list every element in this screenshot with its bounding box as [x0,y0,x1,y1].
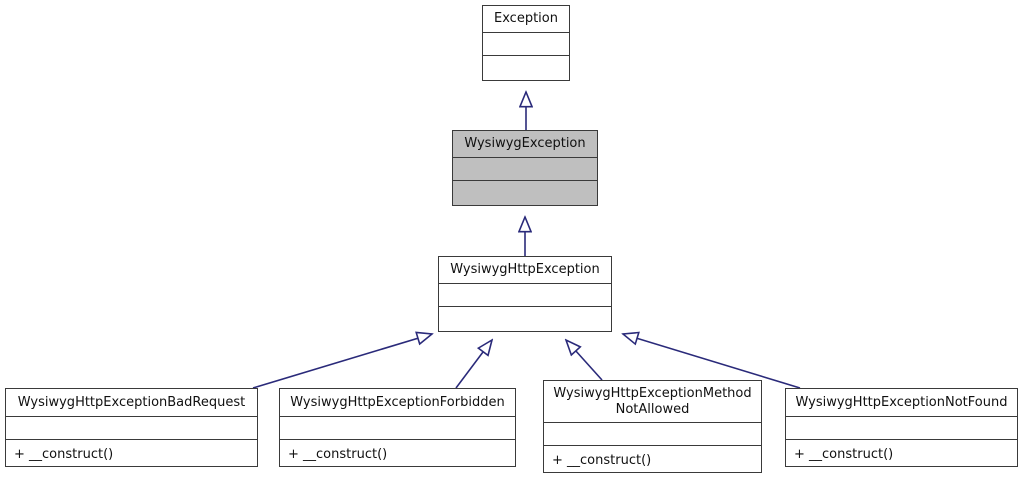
operation-construct: + __construct() [552,452,652,468]
operation-construct: + __construct() [14,446,114,462]
class-operations-exception [483,56,569,82]
class-node-wysiwyg-http-exception-method-not-allowed[interactable]: WysiwygHttpExceptionMethod NotAllowed + … [543,380,762,473]
class-attributes-exception [483,33,569,56]
class-node-wysiwyg-http-exception[interactable]: WysiwygHttpException [438,256,612,332]
class-operations-wysiwyg-http-exception-forbidden: + __construct() [280,440,515,468]
class-title-wysiwyg-http-exception: WysiwygHttpException [439,257,611,284]
class-title-line: WysiwygException [464,136,586,152]
class-operations-wysiwyg-exception [453,181,597,207]
class-title-line: Exception [494,11,558,27]
class-node-wysiwyg-http-exception-forbidden[interactable]: WysiwygHttpExceptionForbidden + __constr… [279,388,516,467]
class-operations-wysiwyg-http-exception [439,307,611,333]
edge-forbidden-to-http-exception [455,340,492,389]
class-node-wysiwyg-http-exception-not-found[interactable]: WysiwygHttpExceptionNotFound + __constru… [785,388,1018,467]
class-node-wysiwyg-exception[interactable]: WysiwygException [452,130,598,206]
class-title-wysiwyg-http-exception-bad-request: WysiwygHttpExceptionBadRequest [6,389,257,417]
class-title-line: WysiwygHttpException [450,262,600,278]
class-operations-wysiwyg-http-exception-method-not-allowed: + __construct() [544,446,761,474]
class-attributes-wysiwyg-http-exception [439,284,611,307]
class-title-wysiwyg-http-exception-forbidden: WysiwygHttpExceptionForbidden [280,389,515,417]
class-title-wysiwyg-exception: WysiwygException [453,131,597,158]
class-title-exception: Exception [483,6,569,33]
class-attributes-wysiwyg-http-exception-not-found [786,417,1017,440]
class-title-wysiwyg-http-exception-method-not-allowed: WysiwygHttpExceptionMethod NotAllowed [544,381,761,423]
operation-construct: + __construct() [288,446,388,462]
class-attributes-wysiwyg-http-exception-bad-request [6,417,257,440]
class-attributes-wysiwyg-http-exception-forbidden [280,417,515,440]
class-title-line: WysiwygHttpExceptionForbidden [290,394,505,410]
class-operations-wysiwyg-http-exception-bad-request: + __construct() [6,440,257,468]
class-node-wysiwyg-http-exception-bad-request[interactable]: WysiwygHttpExceptionBadRequest + __const… [5,388,258,467]
operation-construct: + __construct() [794,446,894,462]
class-attributes-wysiwyg-http-exception-method-not-allowed [544,423,761,446]
class-operations-wysiwyg-http-exception-not-found: + __construct() [786,440,1017,468]
class-title-line: WysiwygHttpExceptionMethod [553,385,752,401]
edge-bad-request-to-http-exception [252,334,432,389]
class-node-exception[interactable]: Exception [482,5,570,81]
edge-method-not-allowed-to-http-exception [566,340,603,381]
class-title-line: WysiwygHttpExceptionBadRequest [17,394,246,410]
class-attributes-wysiwyg-exception [453,158,597,181]
class-title-wysiwyg-http-exception-not-found: WysiwygHttpExceptionNotFound [786,389,1017,417]
class-title-line: WysiwygHttpExceptionNotFound [795,394,1008,410]
class-title-line-2: NotAllowed [615,401,690,417]
